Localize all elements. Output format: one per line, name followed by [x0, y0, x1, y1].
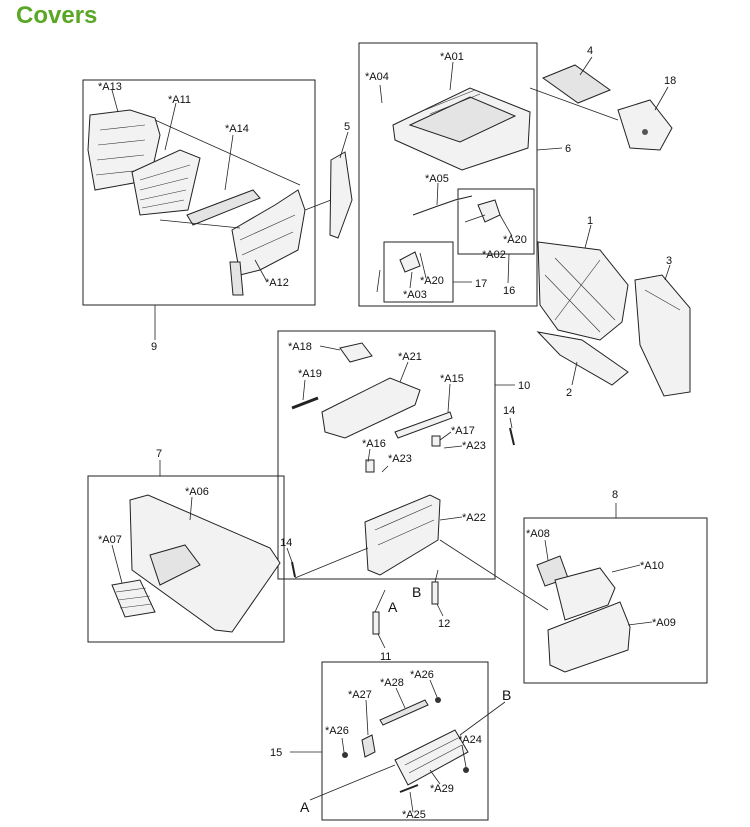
part-a17-clip: [431, 435, 441, 447]
label-15: 15: [270, 747, 282, 759]
part-a25-pin: [399, 784, 419, 793]
label-6: 6: [565, 143, 571, 155]
label-10: 10: [518, 380, 530, 392]
label-12: 12: [438, 618, 450, 630]
part-1-frame: [537, 241, 629, 341]
group-box-17: [383, 241, 454, 303]
label-a01: *A01: [440, 51, 464, 63]
part-a15-rail: [394, 411, 453, 439]
label-a15: *A15: [440, 373, 464, 385]
label-a22: *A22: [462, 512, 486, 524]
part-a12-frame: [229, 189, 306, 296]
part-a28-bar: [379, 699, 429, 726]
page-title: Covers: [16, 2, 98, 29]
label-a19: *A19: [298, 368, 322, 380]
label-1: 1: [587, 215, 593, 227]
part-4-tray: [541, 64, 612, 104]
label-a08: *A08: [526, 528, 550, 540]
label-a23-right: *A23: [462, 440, 486, 452]
part-a01-top-cover: [392, 87, 531, 171]
label-a12: *A12: [265, 277, 289, 289]
label-16: 16: [503, 285, 515, 297]
label-9: 9: [151, 341, 157, 353]
part-a16-clip: [365, 459, 375, 473]
part-18-module: [617, 99, 673, 151]
part-14-spring-a: [509, 427, 515, 446]
label-a18: *A18: [288, 341, 312, 353]
group-box-10: [277, 330, 496, 580]
label-a16: *A16: [362, 438, 386, 450]
label-a09: *A09: [652, 617, 676, 629]
part-a10-door: [554, 567, 616, 621]
part-5-bracket: [329, 151, 353, 239]
group-box-15: [321, 661, 489, 821]
part-a19-pin: [291, 396, 319, 410]
label-14-left: 14: [280, 537, 292, 549]
marker-b-upper: B: [412, 584, 421, 600]
label-4: 4: [587, 45, 593, 57]
label-11: 11: [380, 651, 391, 663]
label-a21: *A21: [398, 351, 422, 363]
label-18: 18: [664, 75, 676, 87]
part-a07-grille: [111, 579, 156, 618]
label-a14: *A14: [225, 123, 249, 135]
label-a20-lower: *A20: [420, 275, 444, 287]
label-a26-lower: *A26: [325, 725, 349, 737]
marker-a-upper: A: [388, 599, 398, 615]
part-a26-screw-a: [435, 697, 441, 703]
part-3-side-cover: [634, 274, 691, 397]
part-a27-bar: [361, 734, 376, 758]
label-a07: *A07: [98, 534, 122, 546]
part-2-rail: [536, 331, 629, 386]
label-a13: *A13: [98, 81, 122, 93]
group-box-9: [82, 79, 316, 306]
label-a17: *A17: [451, 425, 475, 437]
part-a06-front-cover: [129, 494, 281, 633]
part-a03-latch: [399, 251, 421, 273]
part-a18-lever: [339, 342, 373, 363]
part-a02-latch: [477, 199, 501, 223]
label-8: 8: [612, 489, 618, 501]
marker-b-lower: B: [502, 687, 511, 703]
part-a14-panel: [186, 189, 261, 226]
label-a06: *A06: [185, 486, 209, 498]
label-a10: *A10: [640, 560, 664, 572]
part-a22-base: [364, 494, 441, 576]
marker-a-lower: A: [300, 799, 310, 815]
label-3: 3: [666, 255, 672, 267]
label-a27: *A27: [348, 689, 372, 701]
label-a28: *A28: [380, 677, 404, 689]
label-a20-upper: *A20: [503, 234, 527, 246]
group-box-top: [358, 42, 538, 307]
part-a09-cover: [547, 601, 631, 673]
label-a26-upper: *A26: [410, 669, 434, 681]
part-a24-screw: [463, 767, 469, 773]
label-a04: *A04: [365, 71, 389, 83]
label-14-right: 14: [503, 405, 515, 417]
part-a21-cover: [321, 377, 421, 439]
label-a25: *A25: [402, 809, 426, 821]
label-a03: *A03: [403, 289, 427, 301]
label-a29: *A29: [430, 783, 454, 795]
label-a05: *A05: [425, 173, 449, 185]
part-a11-guide: [131, 149, 201, 216]
label-5: 5: [344, 121, 350, 133]
group-box-8: [523, 517, 708, 684]
part-a26-screw-b: [342, 752, 348, 758]
group-box-7: [87, 475, 285, 643]
label-7: 7: [156, 448, 162, 460]
label-17: 17: [475, 278, 487, 290]
label-a02: *A02: [482, 249, 506, 261]
part-14-spring-b: [291, 561, 296, 578]
label-a24: *A24: [458, 734, 482, 746]
part-12-link: [431, 581, 439, 605]
label-a11: *A11: [168, 94, 191, 106]
part-a05-spring: [412, 195, 473, 216]
label-2: 2: [566, 387, 572, 399]
part-a29-tray: [394, 729, 469, 786]
part-11-link: [372, 611, 380, 635]
label-a23-left: *A23: [388, 453, 412, 465]
group-box-16: [457, 188, 535, 255]
